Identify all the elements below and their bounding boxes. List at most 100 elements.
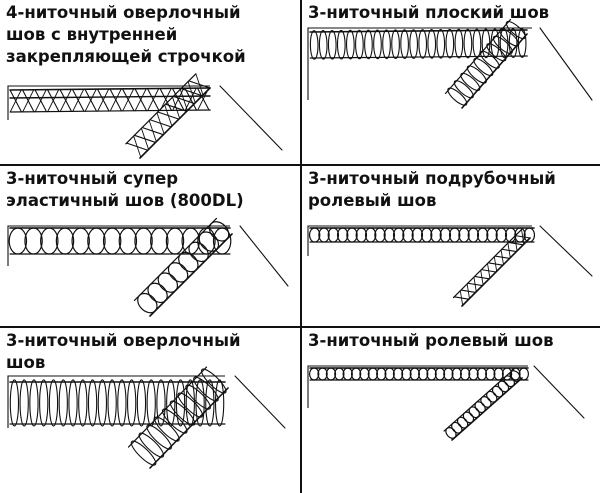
stitch-coil xyxy=(458,227,470,243)
stitch-loop xyxy=(409,29,418,59)
stitch-diagonal xyxy=(109,88,122,112)
stitch-illustration xyxy=(307,225,593,307)
stitch-coil xyxy=(157,272,179,293)
stitch-loop xyxy=(200,368,227,394)
stitch-coil xyxy=(451,367,462,381)
stitch-coil xyxy=(445,427,457,439)
stitch-loop xyxy=(492,35,513,54)
stitch-coil xyxy=(165,227,185,255)
edge-thread-line xyxy=(309,55,528,59)
stitch-illustration xyxy=(307,365,585,441)
stitch-coil xyxy=(392,227,405,243)
stitch-diagonal xyxy=(195,73,204,96)
stitch-coil xyxy=(212,227,232,255)
stitch-loop xyxy=(454,28,464,59)
stitch-coil xyxy=(448,227,461,243)
rolled-hem-band xyxy=(308,227,536,243)
stitch-diagonal xyxy=(480,269,484,286)
needle-thread-line xyxy=(149,233,233,317)
stitch-diagonal xyxy=(459,290,464,306)
stitch-loop xyxy=(117,379,127,427)
fabric-edge xyxy=(7,375,225,428)
stitch-diagonal xyxy=(140,127,150,150)
stitch-coil xyxy=(374,227,386,243)
stitch-coil xyxy=(523,227,536,243)
fabric-edge xyxy=(7,225,230,266)
stitch-loop xyxy=(29,379,39,427)
stitch-loop xyxy=(136,379,147,427)
grid-row-divider-2 xyxy=(0,326,600,328)
stitch-coil xyxy=(468,406,480,419)
stitch-coil xyxy=(434,367,446,381)
stitch-loop xyxy=(436,28,446,59)
super-stretch-band xyxy=(8,227,232,255)
stitch-loop xyxy=(185,384,211,410)
stitch-loop xyxy=(499,28,520,47)
stitch-loop xyxy=(382,29,391,60)
stitch-coil xyxy=(495,227,508,243)
stitch-diagonal xyxy=(172,96,181,119)
fabric-edge xyxy=(307,27,532,100)
stitch-diagonal xyxy=(473,276,477,293)
stitch-illustration xyxy=(307,18,593,109)
stitch-coil xyxy=(167,262,189,283)
stitch-coil xyxy=(317,367,328,381)
stitch-loop xyxy=(400,29,409,59)
stitch-coil xyxy=(491,385,504,398)
stitch-loop xyxy=(473,57,494,77)
stitch-loop xyxy=(505,20,526,40)
stitch-coil xyxy=(8,227,28,255)
stitch-coil xyxy=(451,421,463,434)
stitch-cell-4-thread-overlock-safety: 4-ниточный оверлочный шов с внутренней з… xyxy=(0,0,300,164)
stitch-title: 3-ниточный ролевый шов xyxy=(308,331,554,350)
stitch-coil xyxy=(510,367,521,381)
edge-thread-line xyxy=(133,217,218,302)
needle-thread-line xyxy=(139,87,211,159)
stitch-loop xyxy=(327,29,337,60)
overlock-band xyxy=(9,87,211,113)
stitch-illustration xyxy=(7,366,286,469)
stitch-title: 3-ниточный плоский шов xyxy=(308,3,550,22)
stitch-diagonal xyxy=(187,81,196,104)
stitch-coil xyxy=(480,396,492,408)
stitch-coil xyxy=(367,367,379,381)
stitch-coil xyxy=(318,227,330,243)
stitch-loop xyxy=(346,29,355,60)
stitch-diagonal xyxy=(500,249,504,265)
stitch-coil xyxy=(474,401,486,414)
stitch-loop xyxy=(97,379,108,427)
stitch-loop xyxy=(154,416,180,442)
stitch-loop xyxy=(336,29,346,60)
stitch-diagonal xyxy=(134,88,147,112)
stitch-cell-3-thread-overlock: 3-ниточный оверлочный шов xyxy=(0,328,300,493)
fabric-edge xyxy=(7,85,210,120)
stitch-coil xyxy=(468,367,479,381)
stitch-loop xyxy=(130,440,157,466)
fabric-fold-line xyxy=(539,225,593,277)
stitch-diagonal xyxy=(47,89,60,113)
stitch-coil xyxy=(384,367,395,381)
stitch-loop xyxy=(309,30,319,60)
stitch-cell-3-thread-super-stretch: 3-ниточный супер эластичный шов (800DL) xyxy=(0,166,300,326)
flat-seam-band xyxy=(309,28,528,60)
stitch-title: 4-ниточный оверлочный шов с внутренней з… xyxy=(6,3,246,66)
stitch-diagonal xyxy=(84,88,97,112)
stitch-coil xyxy=(420,227,433,243)
stitch-coil xyxy=(137,292,158,314)
stitch-coil xyxy=(501,367,513,381)
stitch-coil xyxy=(401,367,412,381)
stitch-diagonal xyxy=(34,89,47,113)
edge-thread-line xyxy=(443,368,515,432)
stitch-diagonal xyxy=(514,235,518,252)
stitch-diagonal xyxy=(147,88,160,112)
flat-seam-band-diagonal xyxy=(444,18,528,109)
stitch-loop xyxy=(391,29,400,60)
stitch-loop xyxy=(453,80,474,99)
overlock-band-diagonal xyxy=(127,366,229,469)
stitch-coil xyxy=(359,367,370,381)
stitch-loop xyxy=(39,379,49,427)
stitch-loop xyxy=(68,379,78,427)
stitch-coil xyxy=(509,370,521,383)
stitch-diagonal xyxy=(59,88,72,112)
